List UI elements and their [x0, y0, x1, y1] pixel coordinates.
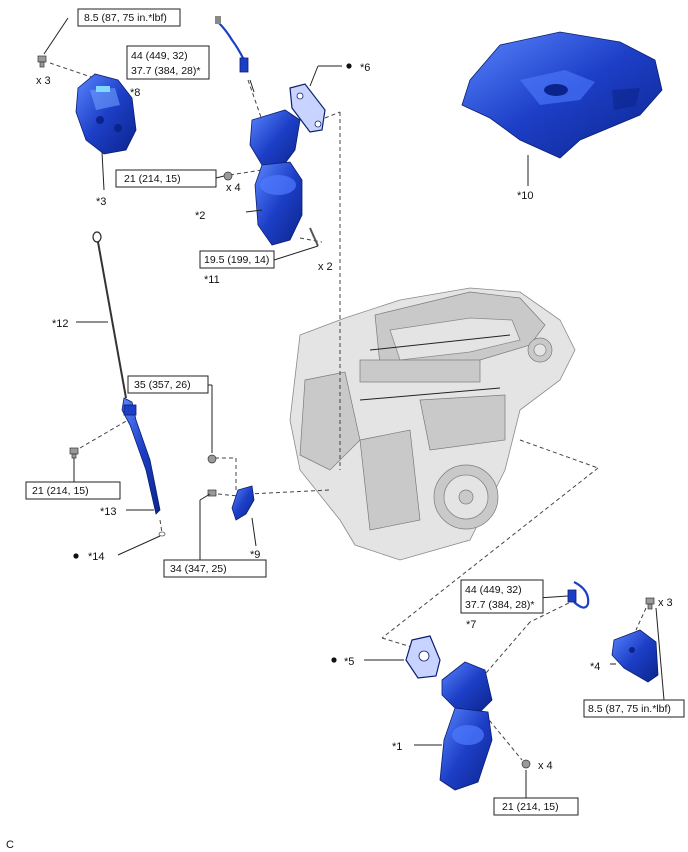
qty-x4-bottom: x 4	[538, 760, 553, 772]
label-part-8: *8	[130, 87, 140, 99]
label-part-13: *13	[100, 506, 117, 518]
exhaust-manifold-lower	[439, 661, 493, 791]
svg-text:37.7 (384, 28)*: 37.7 (384, 28)*	[131, 65, 200, 77]
new-part-markers	[73, 63, 352, 663]
label-part-7: *7	[466, 619, 476, 631]
qty-x3-bottom: x 3	[658, 597, 673, 609]
qty-x3-top: x 3	[36, 75, 51, 87]
nut-21-bottom	[521, 759, 531, 769]
heat-insulator-upper	[75, 73, 137, 155]
torque-box-8-5-top: 8.5 (87, 75 in.*lbf)	[77, 8, 181, 27]
svg-text:8.5 (87, 75 in.*lbf): 8.5 (87, 75 in.*lbf)	[84, 12, 167, 24]
torque-box-21-top: 21 (214, 15)	[115, 169, 217, 188]
qty-x2: x 2	[318, 261, 333, 273]
svg-text:35 (357, 26): 35 (357, 26)	[134, 379, 191, 391]
gasket-lower	[405, 635, 441, 679]
nut-21-top	[223, 171, 233, 181]
oil-level-gauge-guide	[121, 397, 161, 515]
figure-code: C	[6, 839, 14, 851]
o-ring	[158, 531, 166, 537]
torque-box-34: 34 (347, 25)	[163, 559, 267, 578]
leader-lines	[43, 17, 665, 798]
torque-box-35: 35 (357, 26)	[127, 375, 209, 394]
bolt-35	[207, 454, 217, 464]
heat-insulator-lower	[611, 629, 659, 683]
label-part-11: *11	[204, 274, 220, 286]
engine-assembly	[289, 287, 576, 561]
torque-box-21-left: 21 (214, 15)	[25, 481, 121, 500]
svg-text:8.5 (87, 75 in.*lbf): 8.5 (87, 75 in.*lbf)	[588, 703, 671, 715]
label-part-1: *1	[392, 741, 402, 753]
torque-box-8-5-bottom: 8.5 (87, 75 in.*lbf)	[583, 699, 685, 718]
label-part-3: *3	[96, 196, 106, 208]
label-part-14: *14	[88, 551, 105, 563]
svg-text:37.7 (384, 28)*: 37.7 (384, 28)*	[465, 599, 534, 611]
bolt-21-left	[69, 447, 79, 459]
qty-x4-top: x 4	[226, 182, 241, 194]
label-part-9: *9	[250, 549, 260, 561]
oxygen-sensor-lower	[567, 581, 590, 609]
svg-text:34 (347, 25): 34 (347, 25)	[170, 563, 227, 575]
torque-box-44-bottom: 44 (449, 32) 37.7 (384, 28)*	[460, 579, 544, 614]
label-part-4: *4	[590, 661, 600, 673]
bolt-8-5-top	[37, 55, 47, 68]
exhaust-manifold-upper	[249, 109, 319, 247]
label-part-2: *2	[195, 210, 205, 222]
svg-text:21 (214, 15): 21 (214, 15)	[32, 485, 89, 497]
torque-box-44-top: 44 (449, 32) 37.7 (384, 28)*	[126, 45, 210, 80]
svg-text:19.5 (199, 14): 19.5 (199, 14)	[204, 254, 269, 266]
label-part-10: *10	[517, 190, 534, 202]
torque-box-21-bottom: 21 (214, 15)	[493, 797, 579, 816]
label-part-5: *5	[344, 656, 354, 668]
engine-cover	[461, 31, 663, 159]
bolt-34	[207, 489, 217, 497]
torque-box-19-5: 19.5 (199, 14)	[199, 250, 275, 269]
svg-text:44 (449, 32): 44 (449, 32)	[131, 50, 188, 62]
svg-text:44 (449, 32): 44 (449, 32)	[465, 584, 522, 596]
bolt-8-5-bottom	[645, 597, 655, 610]
label-part-6: *6	[360, 62, 370, 74]
gasket-upper	[289, 83, 326, 133]
oil-level-gauge	[92, 231, 127, 399]
oxygen-sensor-upper	[215, 16, 249, 73]
svg-text:21 (214, 15): 21 (214, 15)	[502, 801, 559, 813]
manifold-stay	[231, 485, 255, 521]
label-part-12: *12	[52, 318, 69, 330]
svg-text:21 (214, 15): 21 (214, 15)	[124, 173, 181, 185]
